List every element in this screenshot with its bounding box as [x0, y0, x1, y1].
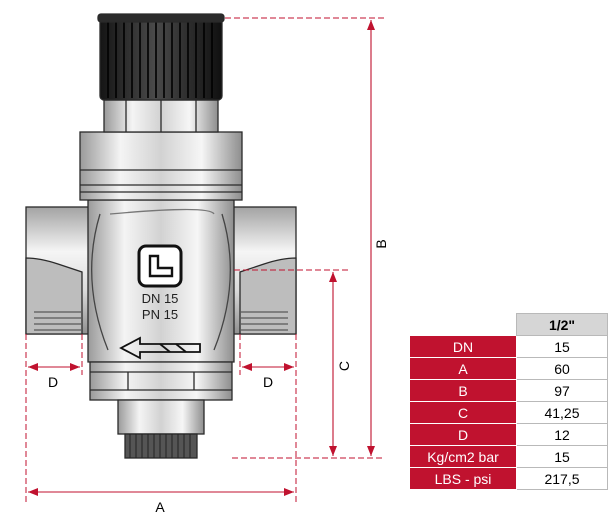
spec-label: A	[409, 357, 517, 380]
dn-marking: DN 15	[142, 291, 179, 306]
table-row: A 60	[409, 357, 608, 380]
table-row: DN 15	[409, 335, 608, 358]
bottom-hex	[89, 361, 233, 401]
table-row: B 97	[409, 379, 608, 402]
table-row: C 41,25	[409, 401, 608, 424]
table-row: Kg/cm2 bar 15	[409, 445, 608, 468]
left-port-opening	[25, 257, 83, 335]
spec-value: 15	[516, 335, 608, 358]
bonnet	[79, 131, 243, 201]
dimension-c-label: C	[336, 361, 352, 371]
spec-table-header: 1/2"	[409, 313, 608, 336]
spec-label: C	[409, 401, 517, 424]
flow-direction-arrow-icon	[119, 336, 201, 360]
spec-value: 12	[516, 423, 608, 446]
spec-label: D	[409, 423, 517, 446]
pn-marking: PN 15	[142, 307, 178, 322]
spec-label: Kg/cm2 bar	[409, 445, 517, 468]
right-port-opening	[239, 257, 297, 335]
dimension-a-label: A	[155, 499, 165, 515]
dimension-d-left-label: D	[48, 374, 58, 390]
spec-table: 1/2" DN 15 A 60 B 97 C 41,25 D 12 Kg/cm2…	[409, 313, 608, 490]
dimension-d-right-label: D	[263, 374, 273, 390]
valve-body	[25, 13, 297, 459]
spec-value: 15	[516, 445, 608, 468]
table-row: D 12	[409, 423, 608, 446]
bottom-plug-knurl	[124, 433, 198, 459]
spec-value: 41,25	[516, 401, 608, 424]
bent-pipe-logo-icon	[137, 244, 183, 288]
dimension-lines	[25, 17, 385, 505]
spec-value: 60	[516, 357, 608, 380]
spec-table-size-header: 1/2"	[516, 313, 608, 336]
spec-label: LBS - psi	[409, 467, 517, 490]
bottom-plug	[117, 399, 205, 435]
spec-label: B	[409, 379, 517, 402]
spec-table-corner	[409, 313, 517, 336]
table-row: LBS - psi 217,5	[409, 467, 608, 490]
spec-value: 217,5	[516, 467, 608, 490]
spec-value: 97	[516, 379, 608, 402]
spec-label: DN	[409, 335, 517, 358]
dimension-b-label: B	[373, 239, 389, 248]
